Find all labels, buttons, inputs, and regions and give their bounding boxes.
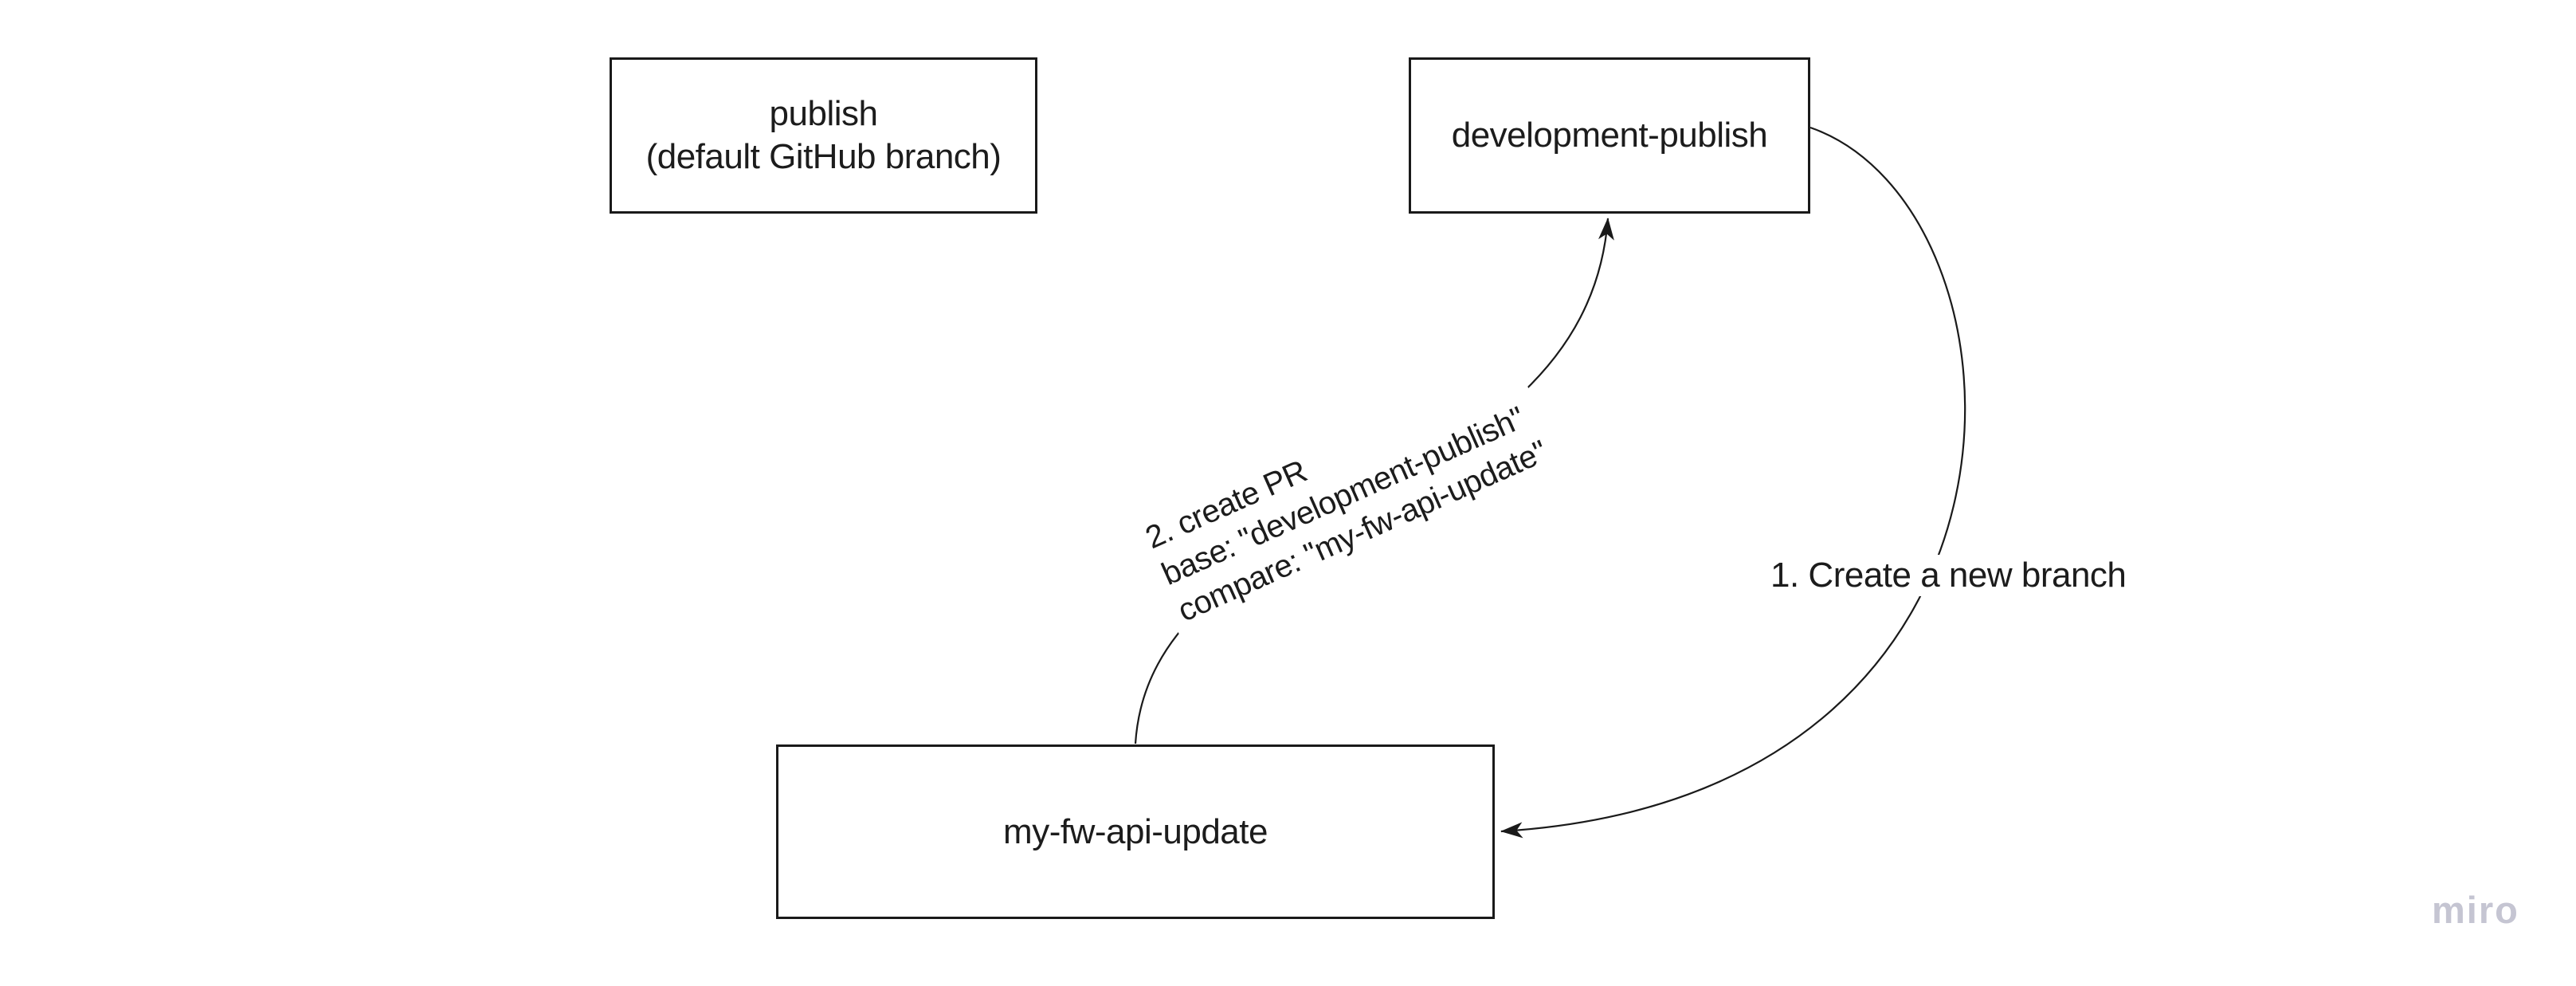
node-publish-label-line2: (default GitHub branch) [645,137,1002,176]
miro-watermark: miro [2432,889,2519,931]
connector-label-create-branch[interactable]: 1. Create a new branch [1762,555,2135,596]
node-development-publish[interactable]: development-publish [1409,57,1810,214]
node-my-fw-api-update-label: my-fw-api-update [1003,811,1268,851]
node-publish[interactable]: publish (default GitHub branch) [610,57,1037,214]
node-development-publish-label: development-publish [1451,116,1768,155]
create-branch-label-text: 1. Create a new branch [1770,556,2127,595]
node-my-fw-api-update[interactable]: my-fw-api-update [776,744,1495,919]
node-publish-label-line1: publish [769,94,878,133]
connector-create-branch[interactable] [1500,126,1966,839]
